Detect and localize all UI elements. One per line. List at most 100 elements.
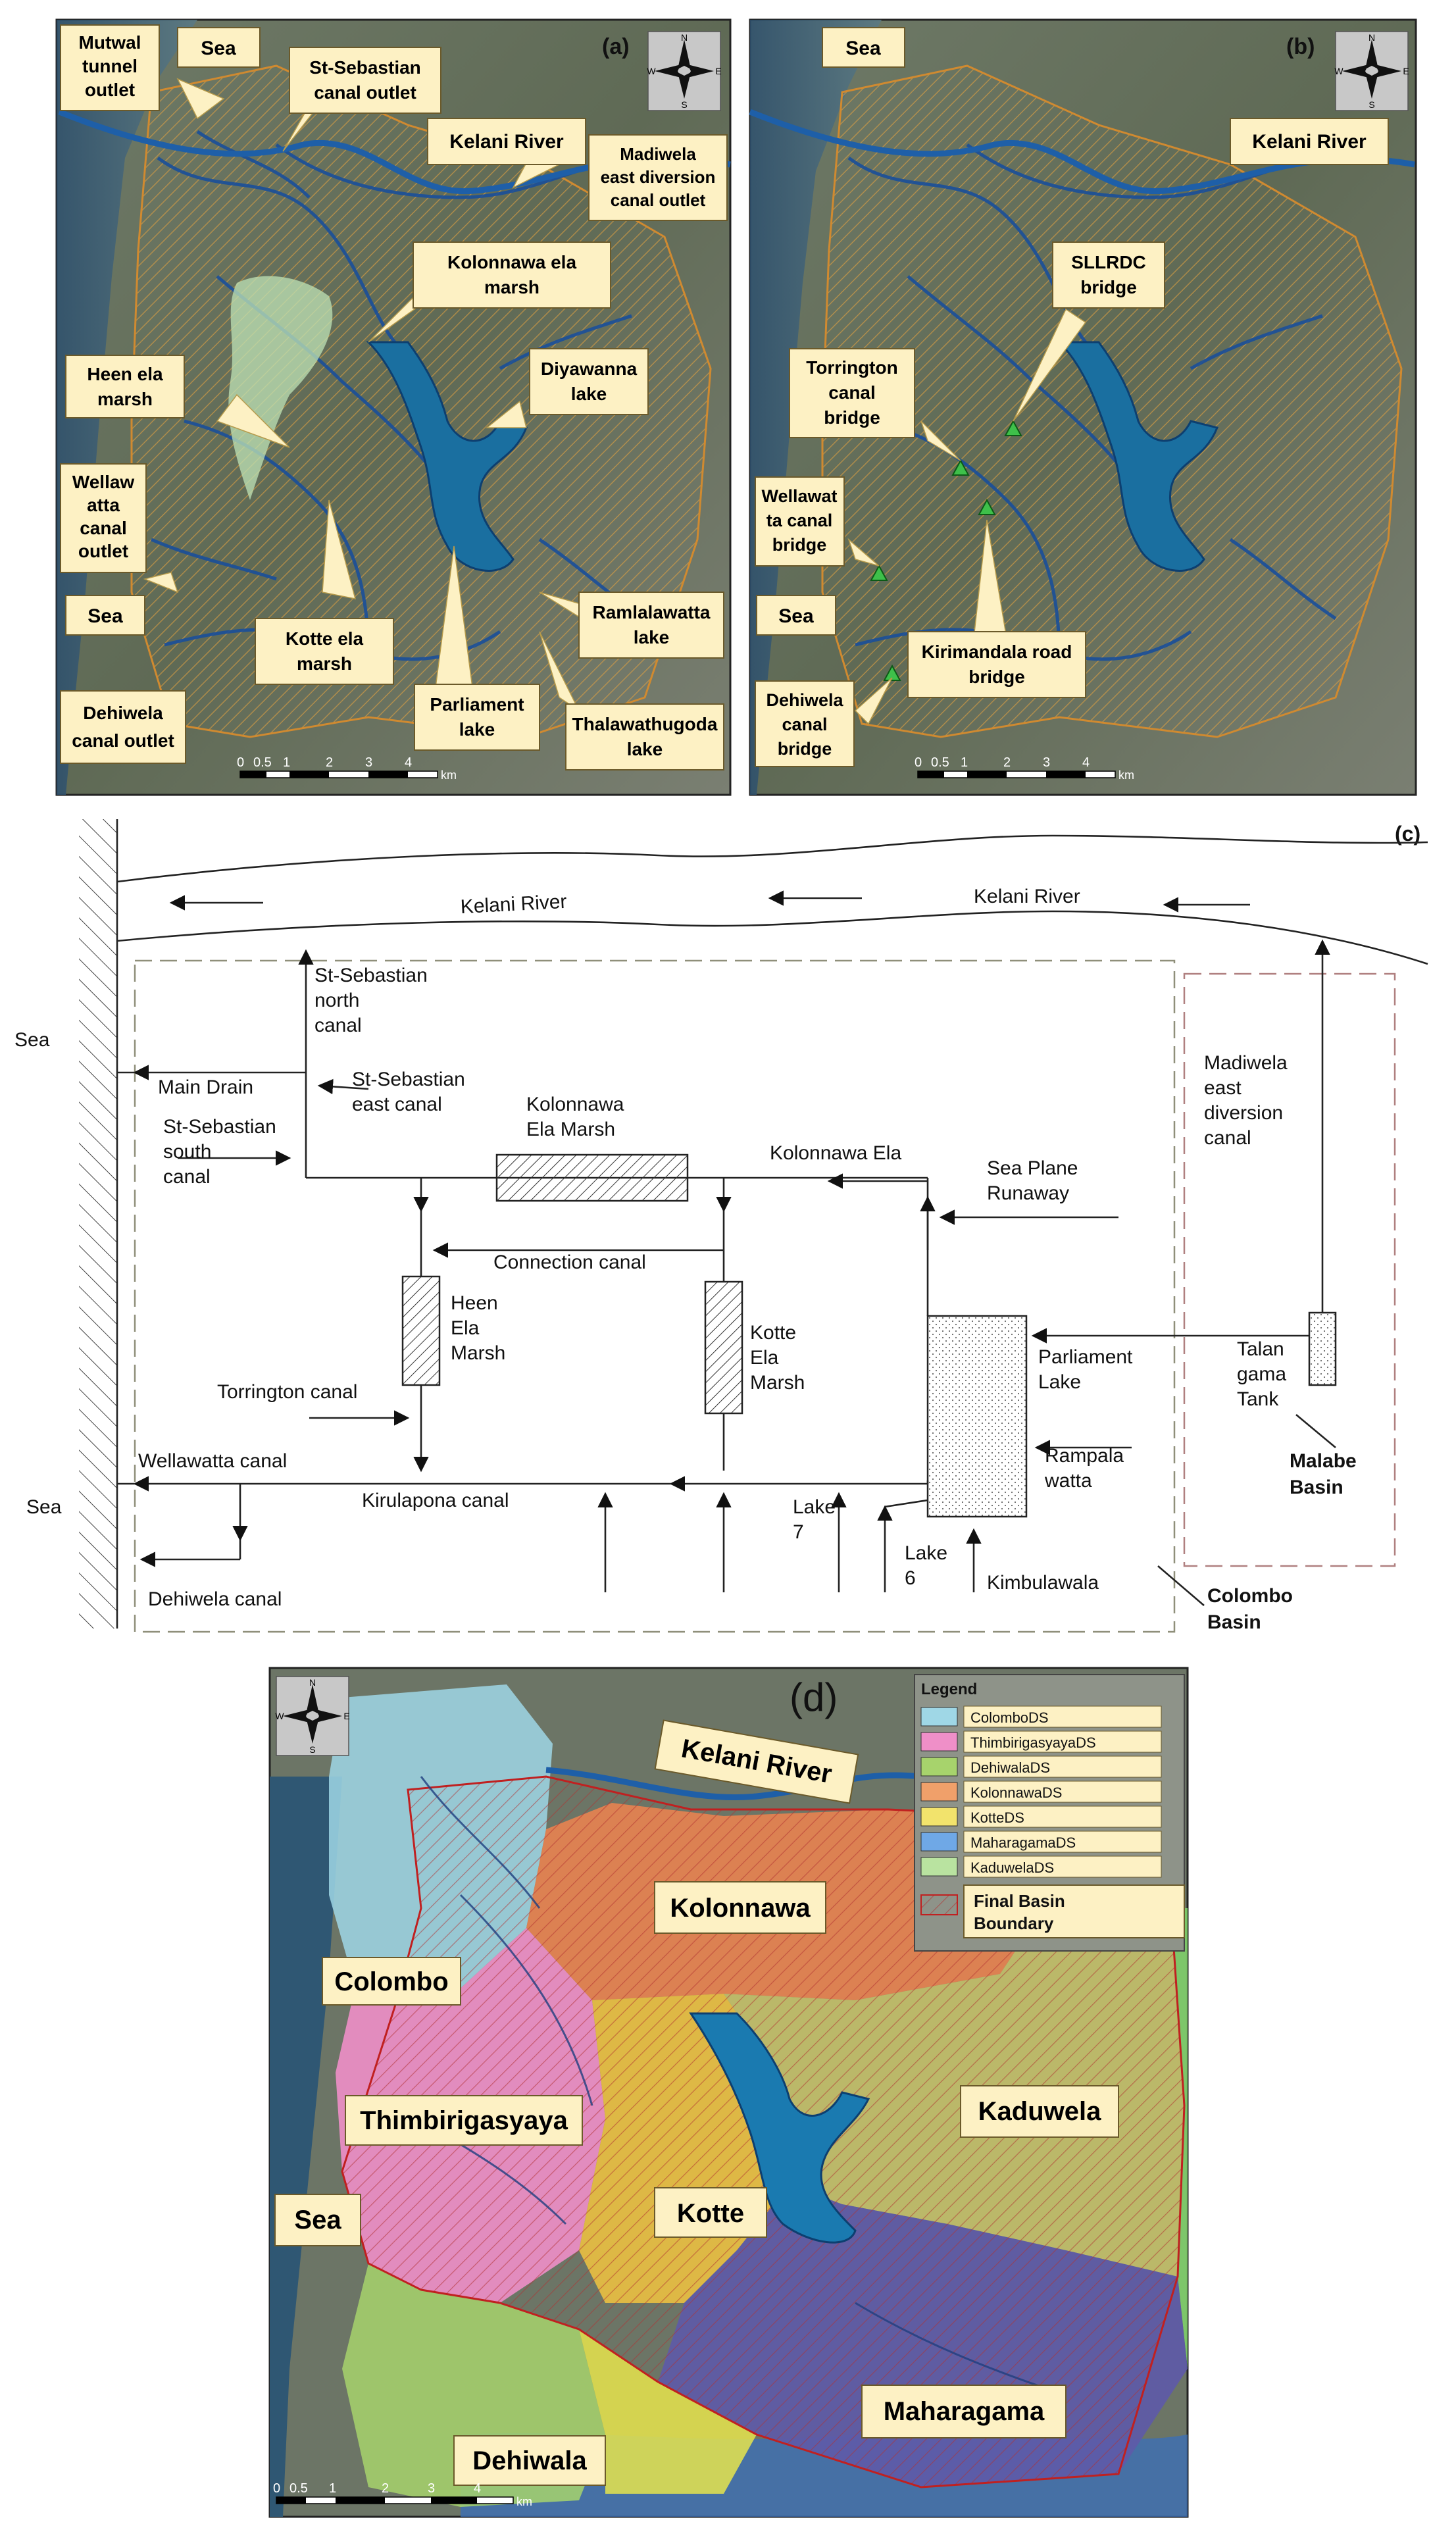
heen-marsh-box	[401, 1275, 441, 1386]
svg-text:Sea Plane: Sea Plane	[987, 1157, 1078, 1179]
legend-swatch-5	[920, 1832, 958, 1852]
label-thimbirigasyaya-d: Thimbirigasyaya	[345, 2095, 583, 2146]
svg-text:0.5: 0.5	[289, 2481, 308, 2496]
label-parliament: Parliament lake	[414, 684, 540, 751]
svg-text:Dehiwela: Dehiwela	[83, 703, 163, 723]
label-sea-d: Sea	[274, 2194, 361, 2246]
svg-text:km: km	[441, 769, 457, 782]
svg-text:Sea: Sea	[845, 38, 881, 59]
label-kolonnawa-d: Kolonnawa	[654, 1881, 826, 1934]
diyawanna-lake	[366, 341, 528, 572]
svg-text:lake: lake	[627, 739, 663, 759]
legend-boundary-line1: Final Basin	[974, 1891, 1065, 1911]
compass-b-n: N	[1368, 32, 1375, 43]
scale-bar-a: 0 0.5 1 2 3 4 km	[237, 755, 457, 782]
kotte-marsh-box	[704, 1280, 743, 1415]
label-ramlalawatta: Ramlalawatta lake	[578, 592, 724, 659]
sea-area-b	[750, 20, 882, 795]
svg-text:bridge: bridge	[1080, 277, 1137, 297]
legend-label-box-2	[963, 1756, 1162, 1778]
compass-d-e: E	[343, 1711, 349, 1721]
label-wellawatta-outlet: Wellaw atta canal outlet	[60, 463, 147, 573]
label-kolonnawa-marsh: Kolonnawa ela marsh	[413, 241, 611, 309]
svg-text:Kolonnawa: Kolonnawa	[670, 1894, 811, 1923]
svg-text:3: 3	[365, 755, 372, 770]
svg-text:Kirimandala road: Kirimandala road	[922, 642, 1072, 662]
colombo-basin-boundary	[134, 959, 1176, 1633]
st-sebastian-east-label: St-Sebastian east canal	[352, 1069, 465, 1115]
scale-bar-b: 0 0.5 1 2 3 4 km	[915, 755, 1134, 782]
svg-text:km: km	[516, 2495, 532, 2508]
svg-text:Kotte ela: Kotte ela	[286, 628, 364, 649]
parliament-lake-label: Parliament Lake	[1038, 1346, 1133, 1393]
svg-text:Heen ela: Heen ela	[87, 364, 163, 384]
label-thalawathugoda: Thalawathugoda lake	[565, 703, 724, 770]
label-dehiwela-bridge: Dehiwela canal bridge	[755, 680, 855, 767]
svg-text:bridge: bridge	[824, 407, 880, 428]
region-kotte-south	[579, 2329, 757, 2494]
compass-a: N S E W	[647, 31, 722, 111]
madiwela-label: Madiwela east diversion canal	[1204, 1052, 1288, 1149]
svg-text:tunnel: tunnel	[82, 56, 138, 76]
legend-boundary-box	[963, 1884, 1185, 1938]
svg-text:Ela: Ela	[451, 1317, 480, 1339]
main-drain-label: Main Drain	[158, 1076, 253, 1098]
region-kaduwela-east	[1171, 1908, 1188, 2369]
svg-text:Thalawathugoda: Thalawathugoda	[572, 714, 718, 734]
legend-label-6: KaduwelaDS	[970, 1859, 1054, 1876]
label-heen-marsh: Heen ela marsh	[65, 355, 185, 418]
svg-text:2: 2	[382, 2481, 389, 2496]
svg-text:gama: gama	[1237, 1363, 1286, 1385]
svg-text:canal: canal	[1204, 1127, 1251, 1149]
legend-label-4: KotteDS	[970, 1809, 1024, 1826]
panel-d: (d) N S E W Legend ColomboDSThimbirigasy…	[268, 1667, 1189, 2518]
kelani-right-label: Kelani River	[974, 886, 1080, 907]
colombo-basin-label: Colombo Basin	[1207, 1585, 1293, 1633]
heen-marsh-label: Heen Ela Marsh	[451, 1292, 505, 1364]
legend-swatch-0	[920, 1707, 958, 1727]
label-st-sebastian-outlet: St-Sebastian canal outlet	[289, 47, 441, 114]
compass-b-s: S	[1368, 99, 1374, 110]
legend-swatch-6	[920, 1857, 958, 1877]
sea-area	[57, 20, 197, 795]
legend-label-box-6	[963, 1856, 1162, 1878]
label-maharagama-d: Maharagama	[861, 2385, 1067, 2438]
svg-text:Lake: Lake	[905, 1542, 947, 1564]
kolonnawa-ela-label: Kolonnawa Ela	[770, 1142, 901, 1164]
svg-text:4: 4	[474, 2481, 481, 2496]
st-sebastian-north-label: St-Sebastian north canal	[314, 965, 428, 1036]
label-kelani-b: Kelani River	[1230, 118, 1389, 165]
svg-text:km: km	[1118, 769, 1134, 782]
svg-text:4: 4	[405, 755, 412, 770]
svg-text:0.5: 0.5	[931, 755, 949, 770]
torrington-label: Torrington canal	[217, 1381, 357, 1403]
svg-text:east: east	[1204, 1077, 1242, 1099]
svg-text:Sea: Sea	[201, 38, 236, 59]
svg-text:Ramlalawatta: Ramlalawatta	[593, 602, 711, 622]
svg-text:Ela Marsh: Ela Marsh	[526, 1119, 615, 1140]
svg-text:lake: lake	[571, 384, 607, 404]
label-mutwal: Mutwal tunnel outlet	[60, 24, 160, 111]
svg-text:Marsh: Marsh	[750, 1372, 805, 1394]
svg-text:6: 6	[905, 1567, 916, 1589]
svg-text:Madiwela: Madiwela	[620, 144, 696, 164]
svg-text:Rampala: Rampala	[1045, 1445, 1124, 1467]
svg-text:atta: atta	[87, 495, 120, 515]
callout-pointers-b	[847, 308, 1087, 725]
legend-swatch-1	[920, 1732, 958, 1752]
svg-text:outlet: outlet	[85, 80, 135, 100]
svg-text:marsh: marsh	[97, 389, 153, 409]
sea-wall	[79, 819, 117, 1629]
svg-text:Kelani River: Kelani River	[449, 131, 564, 153]
svg-text:Ela: Ela	[750, 1347, 779, 1369]
panel-a-tag: (a)	[602, 34, 630, 59]
svg-text:canal outlet: canal outlet	[611, 190, 706, 210]
label-kotte-d: Kotte	[654, 2187, 767, 2238]
label-sea-bottom-b: Sea	[756, 595, 836, 636]
parliament-lake-box	[926, 1315, 1028, 1518]
svg-text:Thimbirigasyaya: Thimbirigasyaya	[360, 2106, 568, 2135]
legend-label-box-4	[963, 1806, 1162, 1828]
svg-text:canal outlet: canal outlet	[72, 730, 174, 751]
svg-text:3: 3	[1043, 755, 1050, 770]
